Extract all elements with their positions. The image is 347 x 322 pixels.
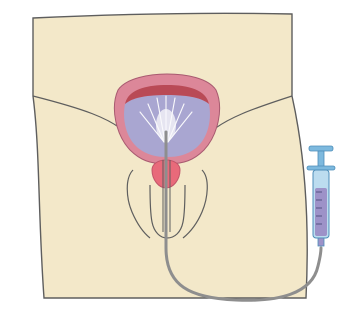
- syringe-plunger-top: [309, 146, 333, 151]
- syringe-fluid: [315, 188, 327, 236]
- syringe-tip: [318, 238, 324, 246]
- syringe-plunger-rod: [318, 151, 324, 167]
- syringe-flange: [307, 166, 335, 170]
